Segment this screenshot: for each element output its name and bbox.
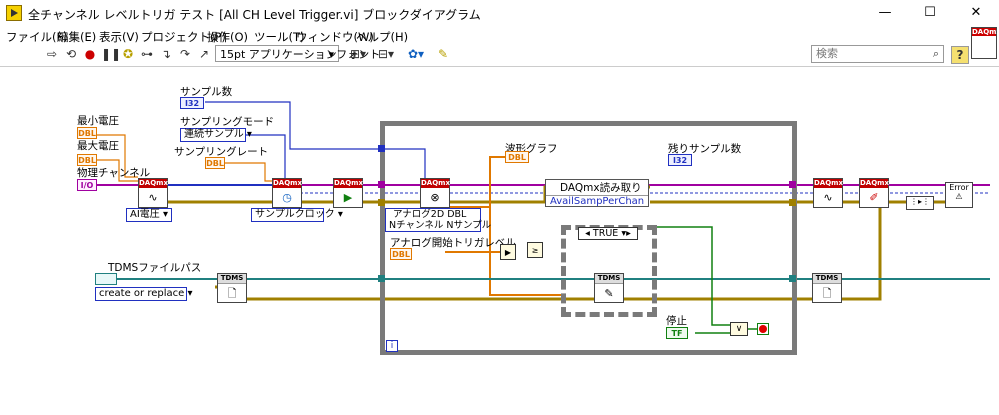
daqmx-read-property-node[interactable]: DAQmx読み取り AvailSampPerChan <box>545 179 649 207</box>
stop-terminal[interactable]: TF <box>666 327 688 339</box>
block-diagram: 最小電圧 DBL 最大電圧 DBL 物理チャンネル I/O サンプル数 I32 … <box>0 67 999 415</box>
menu-view[interactable]: 表示(V) <box>99 30 139 44</box>
run-continuous-icon[interactable]: ⟲ <box>65 47 77 61</box>
title-bar: 全チャンネル レベルトリガ テスト [All CH Level Trigger.… <box>0 0 999 26</box>
waveform-graph-terminal[interactable]: DBL <box>505 151 529 163</box>
max-voltage-const[interactable]: DBL <box>77 154 97 166</box>
maximize-button[interactable]: ☐ <box>924 5 936 20</box>
or-node[interactable]: ∨ <box>730 322 748 336</box>
step-out-icon[interactable]: ↗ <box>198 47 210 61</box>
min-voltage-const[interactable]: DBL <box>77 127 97 139</box>
font-select[interactable]: 15pt アプリケーションフォント▾ <box>215 45 380 62</box>
toolbar-separator <box>0 66 999 67</box>
loop-index-terminal: i <box>386 340 398 352</box>
sample-mode-label: サンプリングモード <box>180 116 275 128</box>
distribute-icon[interactable]: ⊟▾ <box>377 47 395 61</box>
window-title: 全チャンネル レベルトリガ テスト [All CH Level Trigger.… <box>28 8 481 22</box>
close-button[interactable]: ✕ <box>970 5 982 20</box>
toolbar: ⇨ ⟲ ● ❚❚ ✪ ⊶ ↴ ↷ ↗ 15pt アプリケーションフォント▾ ⊞▾… <box>0 27 999 64</box>
trigger-level-label: アナログ開始トリガレベル <box>390 237 516 249</box>
search-input[interactable]: 検索⌕ <box>811 45 944 63</box>
tdms-path-const[interactable] <box>95 273 117 285</box>
align-icon[interactable]: ⊞▾ <box>349 47 367 61</box>
abort-icon[interactable]: ● <box>84 47 96 61</box>
compare-node[interactable]: ≥ <box>527 242 543 258</box>
samples-label: サンプル数 <box>180 86 233 98</box>
tdms-close-node[interactable]: TDMS🗋 <box>812 273 842 303</box>
remaining-samples-label: 残りサンプル数 <box>668 143 742 155</box>
tdms-write-node[interactable]: TDMS✎ <box>594 273 624 303</box>
remaining-samples-indicator[interactable]: I32 <box>668 154 692 166</box>
labview-app-icon <box>6 5 22 21</box>
vi-corner-icon[interactable]: DAQmx <box>971 27 999 59</box>
reorder-icon[interactable]: ✿▾ <box>407 47 425 61</box>
daqmx-start-node[interactable]: DAQmx▶ <box>333 178 363 208</box>
samples-const[interactable]: I32 <box>180 97 204 109</box>
loop-condition-terminal[interactable] <box>757 323 769 335</box>
run-arrow-icon[interactable]: ⇨ <box>46 47 58 61</box>
loop-tunnel-pink <box>378 181 385 188</box>
max-array-node[interactable]: ▶ <box>500 244 516 260</box>
menu-project[interactable]: プロジェクト(P) <box>141 30 226 44</box>
daqmx-read-node[interactable]: DAQmx⊗ <box>420 178 450 208</box>
loop-tunnel-teal <box>378 275 385 282</box>
min-voltage-label: 最小電圧 <box>77 115 119 127</box>
simple-error-handler-node[interactable]: Error⚠ <box>945 182 973 208</box>
loop-tunnel-pink-out <box>789 181 796 188</box>
menu-help[interactable]: ヘルプ(H) <box>356 30 409 44</box>
daqmx-create-channel-node[interactable]: DAQmx∿ <box>138 178 168 208</box>
search-icon: ⌕ <box>932 47 939 60</box>
tdms-open-node[interactable]: TDMS🗋 <box>217 273 247 303</box>
ai-voltage-enum[interactable]: AI電圧 ▾ <box>126 208 172 222</box>
daqmx-stop-node[interactable]: DAQmx∿ <box>813 178 843 208</box>
highlight-bulb-icon[interactable]: ✪ <box>122 47 134 61</box>
physical-channel-label: 物理チャンネル <box>77 167 151 179</box>
step-into-icon[interactable]: ↴ <box>160 47 172 61</box>
loop-tunnel-blue <box>378 145 385 152</box>
step-over-icon[interactable]: ↷ <box>179 47 191 61</box>
menu-tools[interactable]: ツール(T) <box>254 30 305 44</box>
menu-bar: ファイル(F) 編集(E) 表示(V) プロジェクト(P) 操作(O) ツール(… <box>0 26 999 46</box>
help-button[interactable]: ? <box>951 46 969 64</box>
case-selector[interactable]: ◂ TRUE ▾▸ <box>578 227 638 240</box>
tdms-path-label: TDMSファイルパス <box>108 262 202 274</box>
merge-errors-node[interactable]: ⋮▸⋮ <box>906 196 934 210</box>
trigger-level-const[interactable]: DBL <box>390 248 412 260</box>
sample-mode-enum[interactable]: 連続サンプル ▾ <box>180 128 252 142</box>
cleanup-icon[interactable]: ✎ <box>437 47 449 61</box>
max-voltage-label: 最大電圧 <box>77 140 119 152</box>
stop-label: 停止 <box>666 315 687 327</box>
menu-edit[interactable]: 編集(E) <box>57 30 97 44</box>
loop-tunnel-teal-out <box>789 275 796 282</box>
while-loop[interactable] <box>380 121 797 355</box>
sample-clock-enum[interactable]: サンプルクロック ▾ <box>251 208 343 222</box>
sample-rate-const[interactable]: DBL <box>205 157 225 169</box>
retain-wire-icon[interactable]: ⊶ <box>141 47 153 61</box>
menu-window[interactable]: ウィンドウ(W) <box>296 30 374 44</box>
create-or-replace-enum[interactable]: create or replace ▾ <box>95 287 192 301</box>
menu-operate[interactable]: 操作(O) <box>207 30 249 44</box>
daqmx-timing-node[interactable]: DAQmx◷ <box>272 178 302 208</box>
loop-tunnel-error-out <box>789 199 796 206</box>
sample-rate-label: サンプリングレート <box>174 146 269 158</box>
daqmx-clear-node[interactable]: DAQmx✐ <box>859 178 889 208</box>
loop-tunnel-error <box>378 199 385 206</box>
minimize-button[interactable]: — <box>878 5 892 20</box>
pause-icon[interactable]: ❚❚ <box>101 47 122 61</box>
menu-file[interactable]: ファイル(F) <box>6 30 68 44</box>
read-type-enum[interactable]: アナログ2D DBL Nチャンネル Nサンプル <box>385 208 491 232</box>
physical-channel-const[interactable]: I/O <box>77 179 97 191</box>
